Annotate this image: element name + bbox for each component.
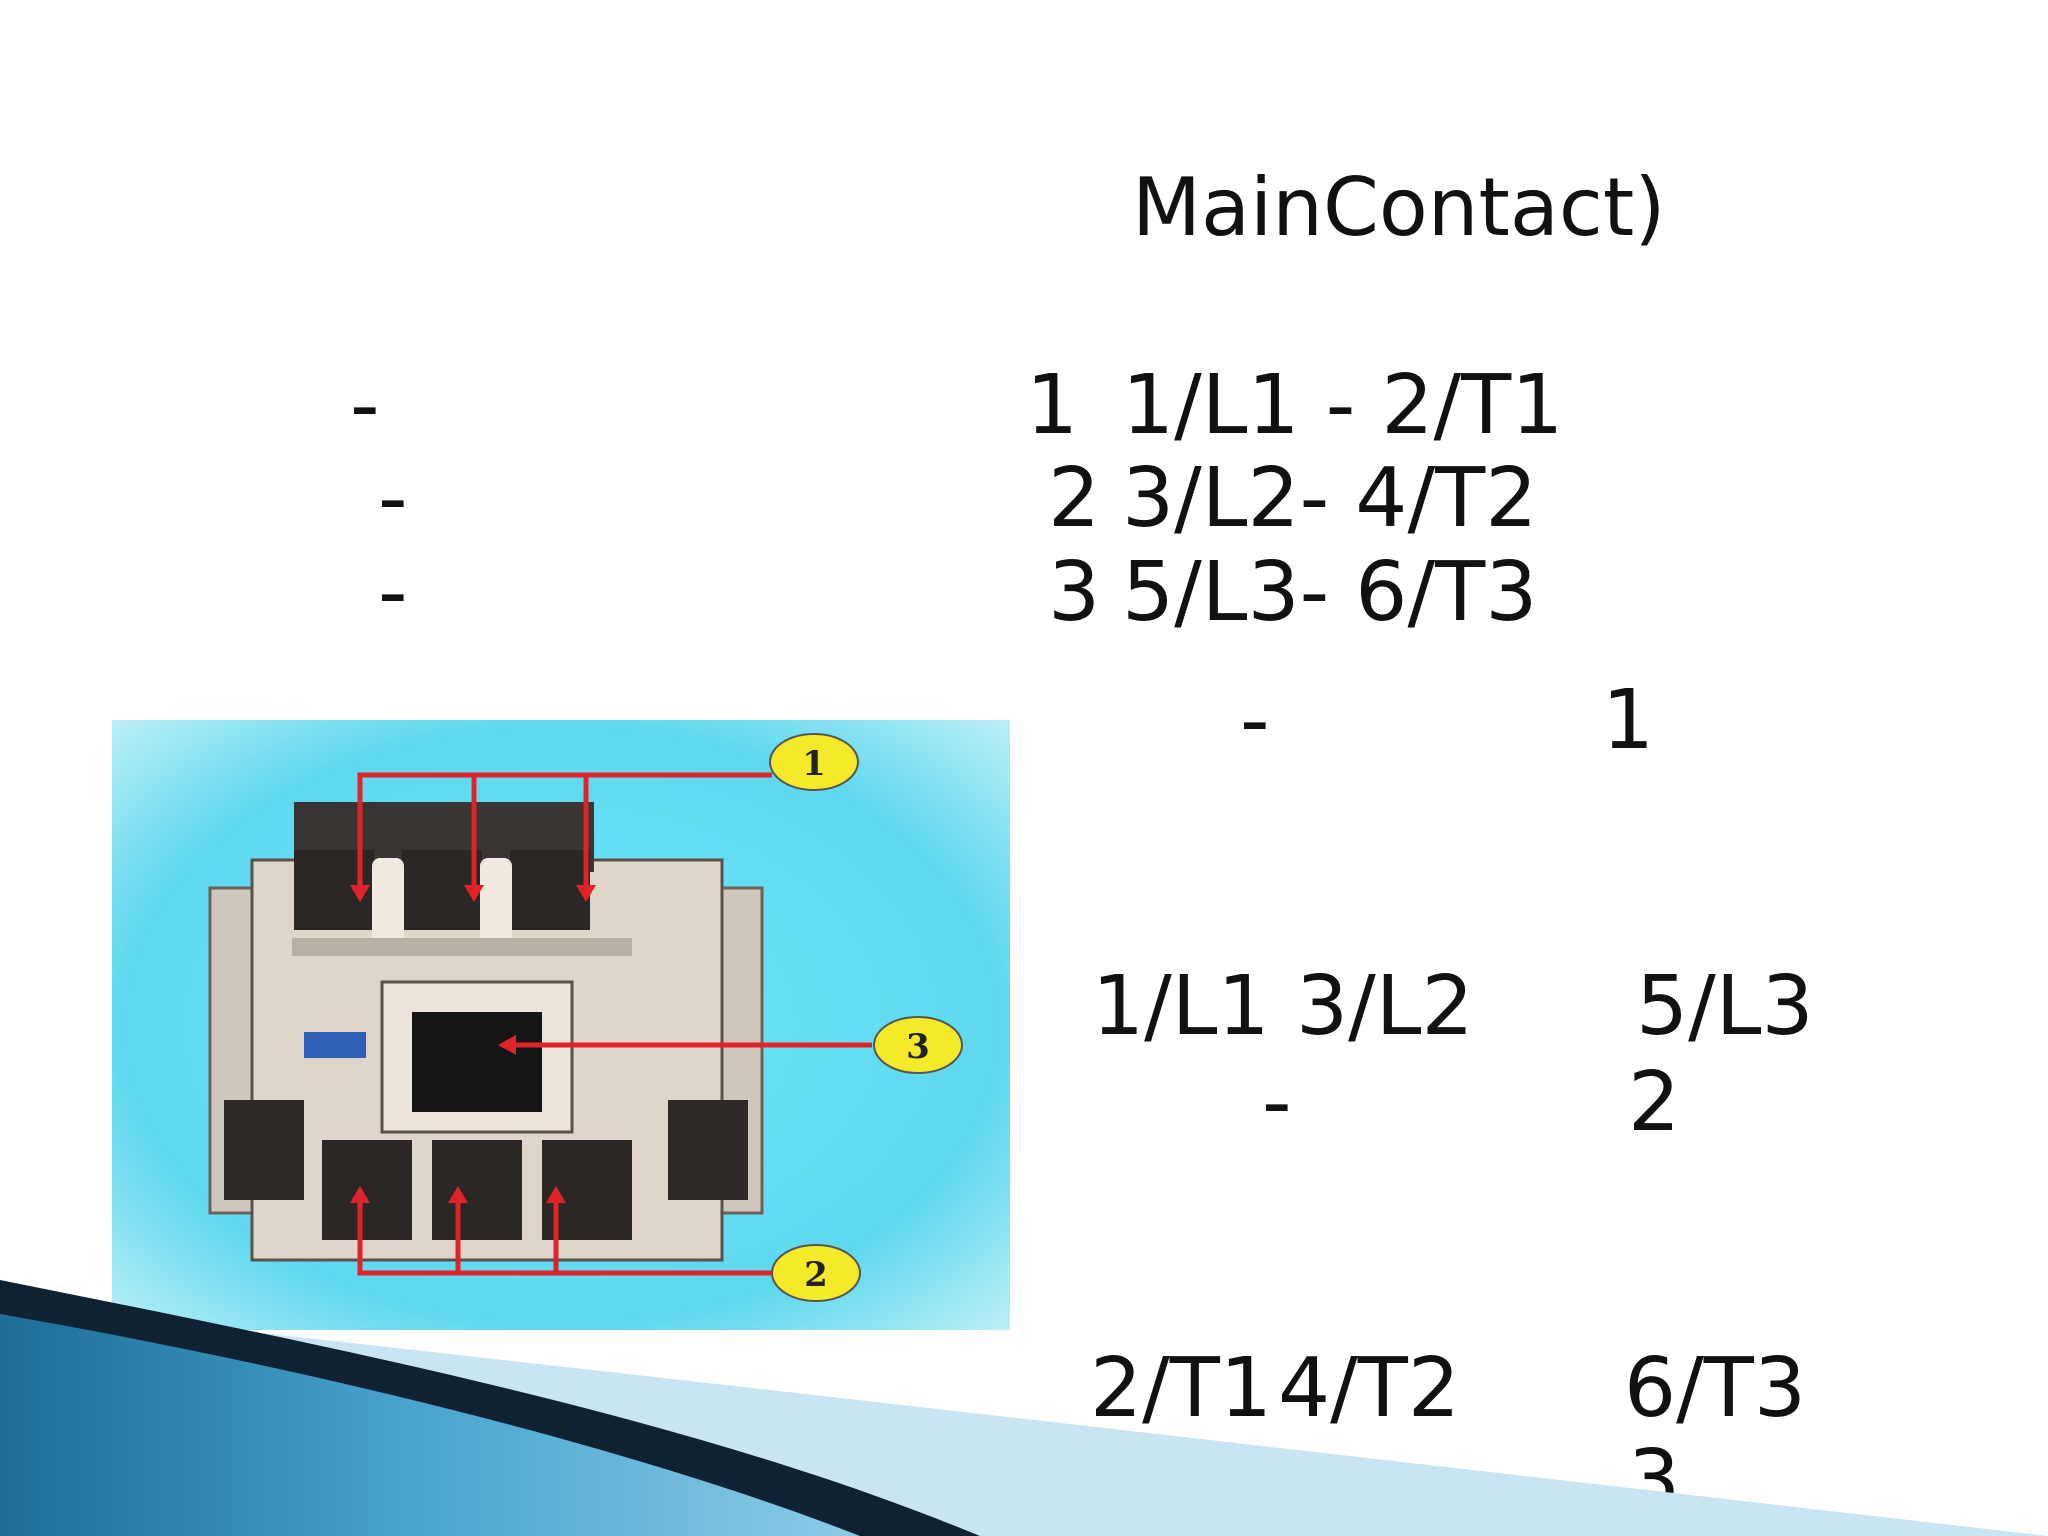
swoosh-blue <box>0 1314 860 1536</box>
line-terminal-l2: 3/L2 <box>1296 959 1474 1054</box>
wire-arrows <box>350 885 596 1203</box>
callout-1-label: 1 <box>802 744 826 784</box>
callout-3-label: 3 <box>906 1027 930 1067</box>
list-dash-3: - <box>378 545 408 640</box>
list-number-2: 2 <box>1048 451 1101 546</box>
terminal-pair-2: 3/L2- 4/T2 <box>1122 451 1538 546</box>
callout-2: 2 <box>771 1244 861 1302</box>
contactor-body <box>208 802 764 1262</box>
note-1-dash: - <box>1240 673 1270 768</box>
load-terminal-t3: 6/T3 <box>1624 1341 1807 1436</box>
load-terminal-t2: 4/T2 <box>1278 1341 1461 1436</box>
terminal-pair-1: 1/L1 - 2/T1 <box>1122 358 1564 453</box>
list-number-3: 3 <box>1048 545 1101 640</box>
decorative-swoosh <box>0 1280 2048 1536</box>
wires <box>357 772 872 1276</box>
list-number-1: 1 <box>1026 358 1079 453</box>
terminal-pair-3: 5/L3- 6/T3 <box>1122 545 1538 640</box>
list-dash-1: - <box>350 358 380 453</box>
callout-3: 3 <box>873 1016 963 1074</box>
line-terminal-l3: 5/L3 <box>1636 959 1814 1054</box>
line-terminal-l1: 1/L1 <box>1092 959 1270 1054</box>
slide-title: MainContact) <box>1132 161 1666 254</box>
list-dash-2: - <box>378 451 408 546</box>
note-2-number: 2 <box>1628 1055 1681 1150</box>
load-terminal-t1: 2/T1 <box>1090 1341 1273 1436</box>
callout-2-label: 2 <box>804 1255 828 1295</box>
note-1-number: 1 <box>1602 673 1655 768</box>
contactor-photo: 1 3 2 <box>112 720 1010 1330</box>
note-2-dash: - <box>1262 1055 1292 1150</box>
callout-1: 1 <box>769 733 859 791</box>
